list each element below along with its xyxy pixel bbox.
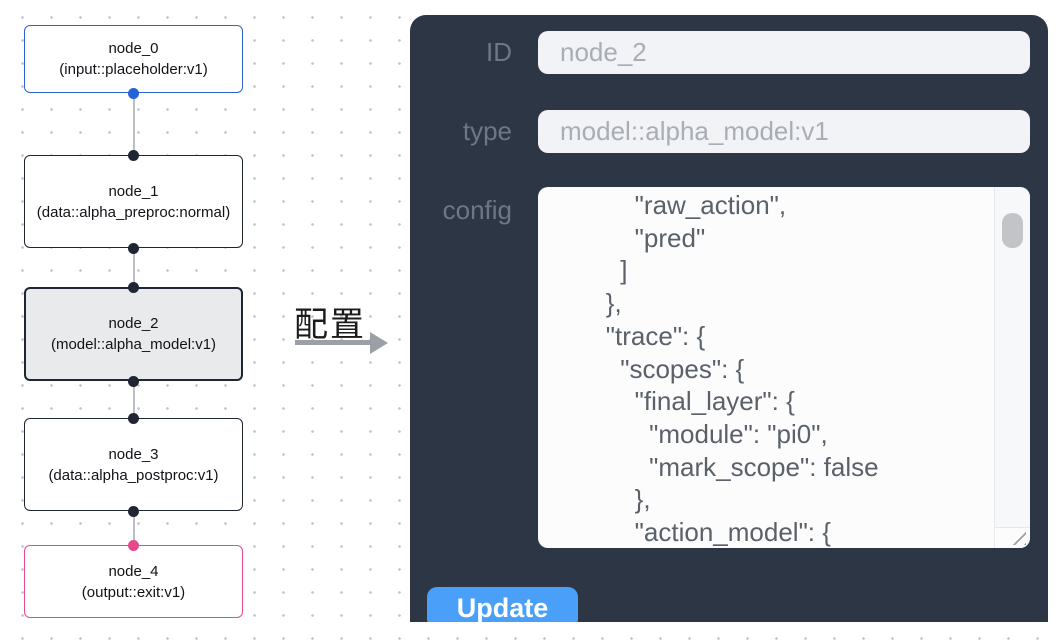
config-scrollbar[interactable] [994,187,1030,527]
node-type-label: (input::placeholder:v1) [59,61,208,78]
right-arrow-icon [295,340,372,345]
edge-node3-node4 [132,511,135,545]
resize-grip-icon[interactable] [1011,531,1026,545]
port-dot-node0-out[interactable] [128,87,139,99]
node-title: node_4 [108,562,159,580]
port-dot-node1-in[interactable] [128,149,139,161]
node-type-label: (model::alpha_model:v1) [50,336,217,353]
edge-node2-node3 [132,381,135,418]
port-dot-node4-in[interactable] [128,539,139,551]
config-panel: ID node_2 type model::alpha_model:v1 con… [410,15,1048,622]
port-dot-node3-in[interactable] [128,412,139,424]
flow-node-node_2[interactable]: node_2 (model::alpha_model:v1) [24,287,243,381]
textarea-resize-corner [994,527,1030,548]
config-field-label: config [442,195,512,225]
id-input[interactable]: node_2 [538,31,1030,74]
node-type-label: (data::alpha_preproc:normal) [36,203,231,221]
node-title: node_3 [108,445,159,463]
port-dot-node3-out[interactable] [128,505,139,517]
port-dot-node2-out[interactable] [128,375,139,387]
flow-node-node_3[interactable]: node_3 (data::alpha_postproc:v1) [24,418,243,511]
edge-node0-node1 [132,93,135,155]
node-title: node_2 [108,315,159,332]
transfer-label: 配置 [294,306,366,344]
config-json-text: "raw_action", "pred" ] }, "trace": { "sc… [605,190,879,548]
flow-node-node_1[interactable]: node_1 (data::alpha_preproc:normal) [24,155,243,248]
type-input[interactable]: model::alpha_model:v1 [538,110,1030,153]
type-field-label: type [462,116,512,146]
flow-node-node_0[interactable]: node_0 (input::placeholder:v1) [24,25,243,93]
node-title: node_1 [108,182,159,200]
node-type-label: (output::exit:v1) [81,583,186,601]
port-dot-node1-out[interactable] [128,242,139,254]
edge-node1-node2 [132,248,135,287]
config-scrollbar-thumb[interactable] [1002,213,1023,248]
node-type-label: (data::alpha_postproc:v1) [48,466,219,484]
right-arrow-head-icon [370,331,388,354]
port-dot-node2-in[interactable] [128,281,139,293]
id-field-label: ID [486,37,512,67]
config-textarea[interactable]: "raw_action", "pred" ] }, "trace": { "sc… [538,187,1030,548]
flow-node-node_4[interactable]: node_4 (output::exit:v1) [24,545,243,618]
update-button[interactable]: Update [427,587,578,622]
node-title: node_0 [108,40,159,57]
